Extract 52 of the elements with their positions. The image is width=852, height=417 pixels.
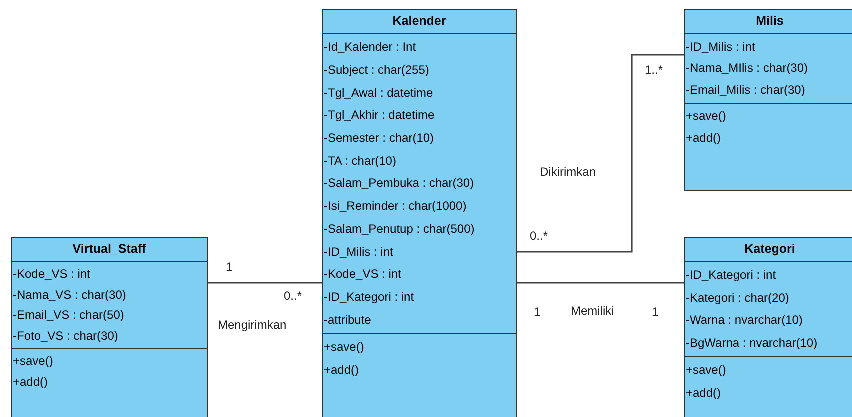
method-text: +add() [686,130,722,146]
method-text: +save() [686,108,726,124]
attribute-text: -Kategori : char(20) [686,290,790,306]
multiplicity-label: 0..* [530,229,548,243]
method-text: +save() [13,353,54,370]
method-text: +save() [686,362,726,378]
attribute-text: -Nama_MIlis : char(30) [686,60,808,76]
uml-class-box [684,9,852,191]
edge-label: Dikirimkan [540,165,596,179]
attribute-text: -Nama_VS : char(30) [13,286,126,303]
attribute-text: -Email_VS : char(50) [13,307,124,324]
attribute-text: -Email_Milis : char(30) [686,82,806,98]
multiplicity-label: 0..* [284,289,302,303]
method-text: +add() [324,362,360,378]
edge-label: Mengirimkan [218,318,287,332]
association-line [517,282,684,284]
attribute-text: -Warna : nvarchar(10) [686,312,803,328]
attribute-text: -ID_Milis : int [686,38,756,55]
uml-class-box [11,237,208,417]
attribute-text: -BgWarna : nvarchar(10) [686,334,818,351]
attribute-text: -Salam_Pembuka : char(30) [324,175,474,192]
method-text: +add() [686,384,722,401]
attribute-text: -ID_Kategori : int [686,267,776,284]
association-line [208,282,322,284]
multiplicity-label: 1..* [645,63,664,77]
attribute-text: -Tgl_Awal : datetime [324,84,434,101]
multiplicity-label: 1 [652,305,659,319]
attribute-text: -Foto_VS : char(30) [13,328,118,344]
attribute-text: -Kode_VS : int [324,266,402,282]
class-name: Virtual_Staff [12,238,207,262]
uml-class-box [322,9,517,417]
uml-class-box [684,237,852,417]
multiplicity-label: 1 [226,260,233,274]
attribute-text: -ID_Kategori : int [324,288,414,305]
edge-label: Memiliki [571,304,614,318]
attribute-text: -Salam_Penutup : char(500) [324,220,475,237]
attribute-text: -TA : char(10) [324,152,396,169]
attribute-text: -Isi_Reminder : char(1000) [324,198,467,214]
method-text: +save() [324,339,364,356]
attribute-text: -ID_Milis : int [324,244,394,260]
attribute-text: -Tgl_Akhir : datetime [324,107,435,124]
attribute-text: -Kode_VS : int [13,266,90,282]
attribute-text: -attribute [324,312,372,328]
multiplicity-label: 1 [534,305,541,319]
class-name: Kalender [323,10,516,34]
class-name: Milis [685,10,852,34]
attribute-text: -Id_Kalender : Int [324,39,416,56]
association-line [517,54,684,253]
attribute-text: -Semester : char(10) [324,130,434,146]
attribute-text: -Subject : char(255) [324,62,430,78]
method-text: +add() [13,374,48,390]
class-name: Kategori [685,238,852,262]
